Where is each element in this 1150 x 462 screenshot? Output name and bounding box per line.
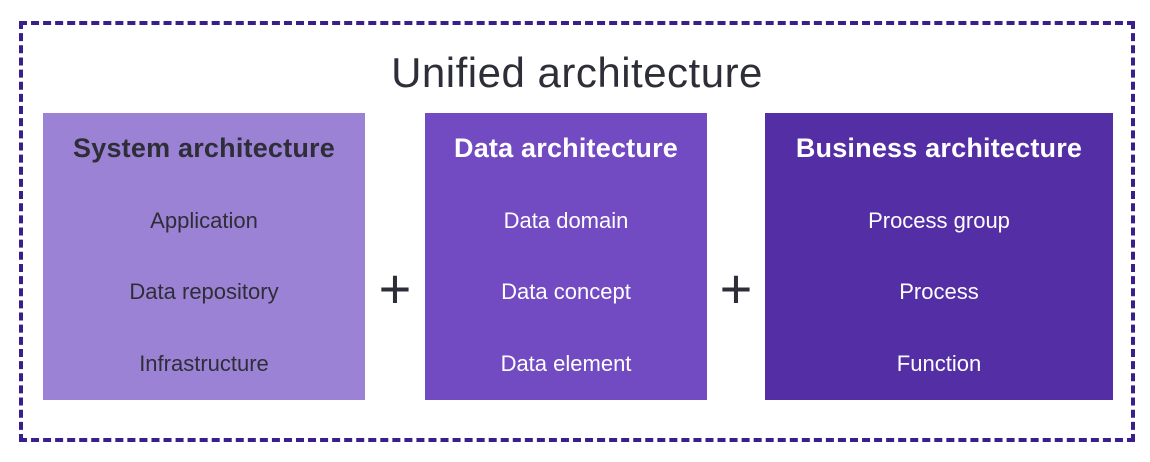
system-architecture-box: System architecture Application Data rep… — [43, 113, 365, 400]
box-item-data-repository: Data repository — [129, 279, 279, 305]
data-architecture-box: Data architecture Data domain Data conce… — [425, 113, 707, 400]
box-item-data-element: Data element — [500, 351, 632, 377]
system-architecture-header: System architecture — [73, 133, 335, 164]
box-item-process: Process — [899, 279, 979, 305]
plus-sign: + — [719, 257, 753, 320]
business-architecture-box: Business architecture Process group Proc… — [765, 113, 1113, 400]
page-title: Unified architecture — [391, 49, 763, 96]
box-item-data-domain: Data domain — [503, 207, 629, 233]
business-architecture-header: Business architecture — [795, 133, 1083, 164]
box-item-process-group: Process group — [868, 207, 1010, 233]
box-item-function: Function — [896, 351, 982, 377]
data-architecture-header: Data architecture — [454, 133, 678, 164]
box-item-data-concept: Data concept — [501, 279, 631, 305]
box-item-application: Application — [150, 207, 258, 233]
plus-sign: + — [378, 257, 412, 320]
box-item-infrastructure: Infrastructure — [139, 351, 269, 377]
dashed-frame: Unified architecture System architecture… — [19, 21, 1135, 442]
